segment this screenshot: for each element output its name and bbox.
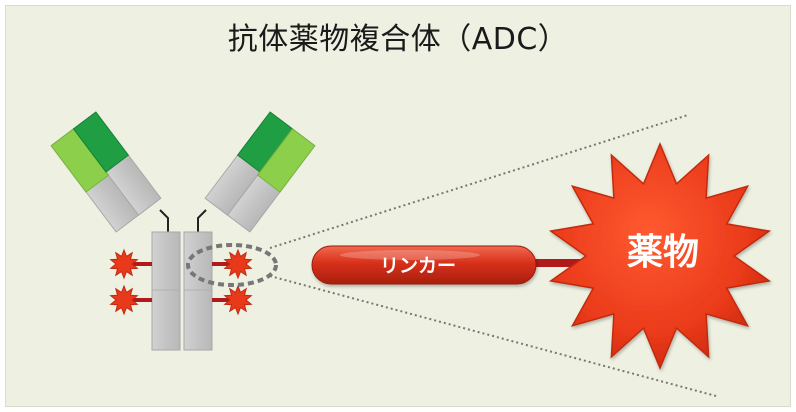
antibody-right-arm <box>204 111 316 233</box>
small-drug-icon <box>223 284 253 316</box>
drug-connectors <box>128 262 236 302</box>
linker-label: リンカー <box>380 255 456 277</box>
zoom-lines <box>269 114 717 397</box>
hinge-line-left <box>159 209 169 232</box>
highlight-ellipse <box>186 243 278 287</box>
linker-to-drug-connector <box>524 259 584 267</box>
small-drugs <box>109 248 253 316</box>
diagram-title: 抗体薬物複合体（ADC） <box>227 22 569 57</box>
antibody-icon <box>50 111 316 351</box>
zoom-line-top <box>269 114 689 249</box>
antibody-stem-left <box>151 231 181 351</box>
small-drug-icon <box>223 248 253 280</box>
linker-pill <box>311 245 537 285</box>
drug-label: 薬物 <box>627 232 699 273</box>
hinge-line-right <box>197 209 207 232</box>
drug-starburst-icon <box>548 142 772 370</box>
antibody-left-arm <box>50 111 162 233</box>
drug-starburst-shape <box>548 142 772 370</box>
small-drug-icon <box>109 248 139 280</box>
zoom-line-bottom <box>269 275 717 397</box>
small-drug-icon <box>109 284 139 316</box>
